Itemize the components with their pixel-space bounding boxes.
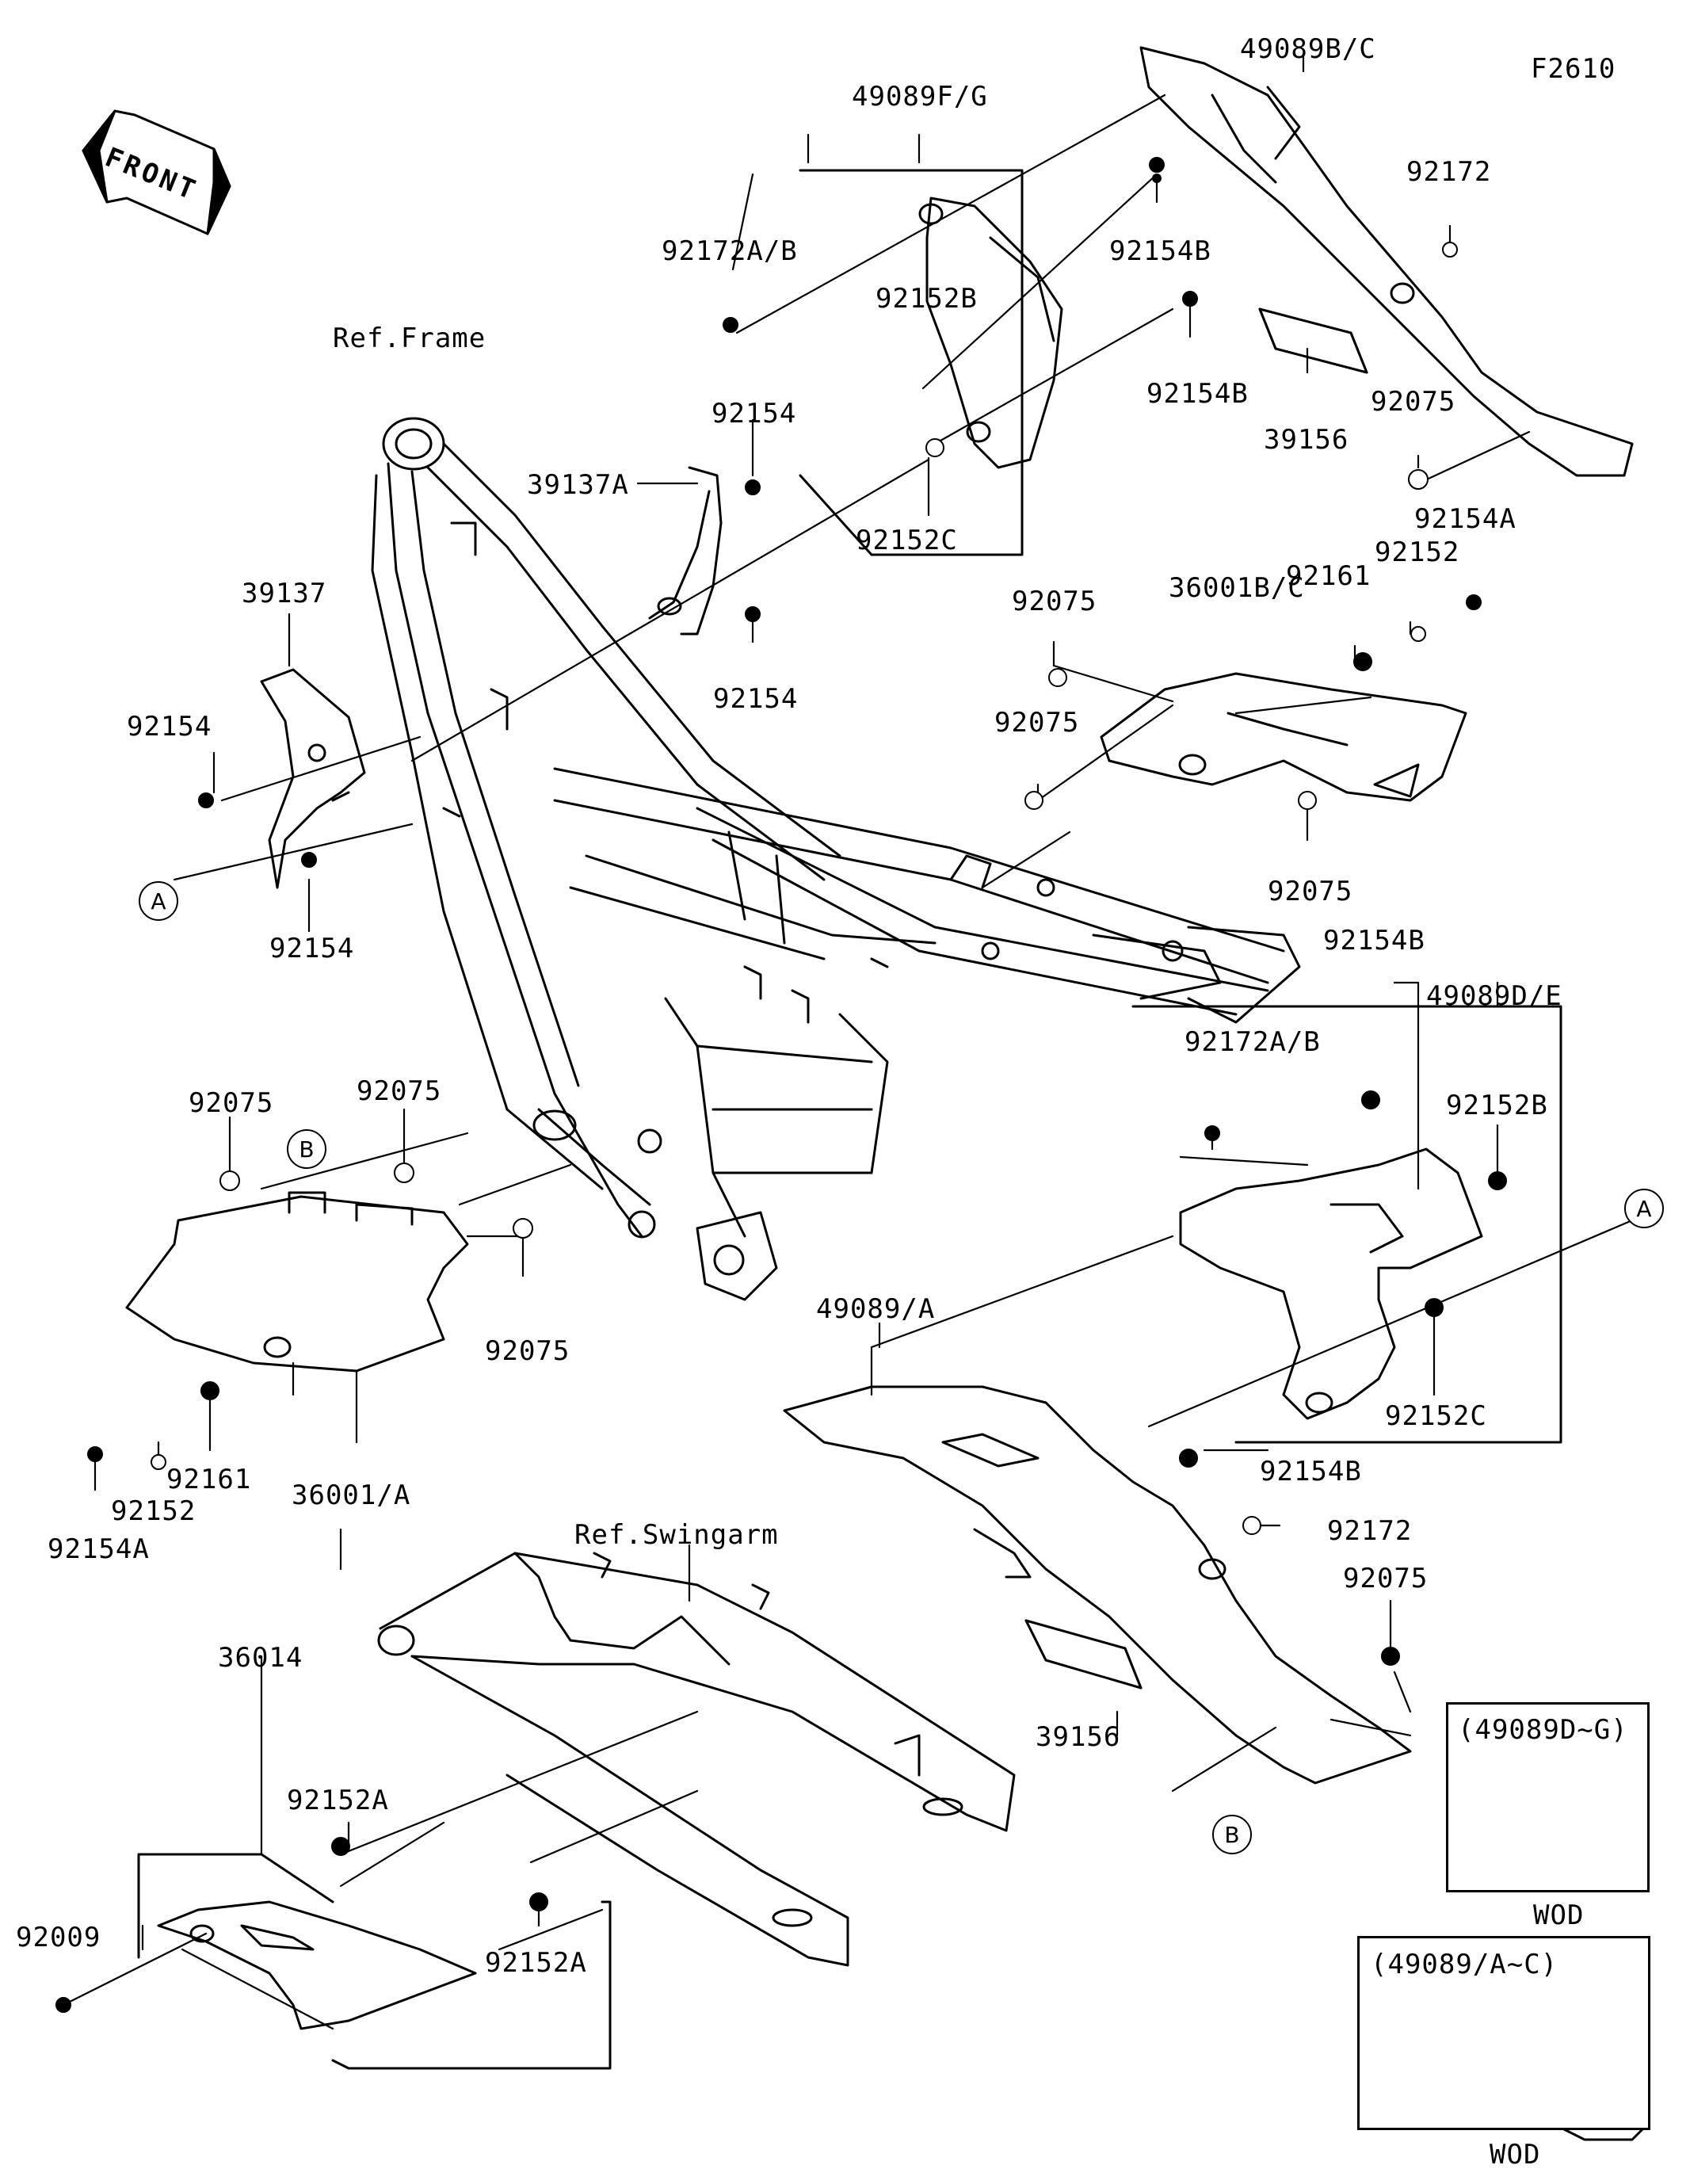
part-label-92075-3: 92075	[994, 707, 1080, 739]
part-label-39137: 39137	[242, 578, 327, 609]
part-label-39156-top: 39156	[1264, 424, 1349, 456]
part-label-92154b-1: 92154B	[1109, 235, 1211, 267]
part-label-49089a: 49089/A	[816, 1293, 936, 1325]
part-label-92172-bot: 92172	[1327, 1515, 1413, 1547]
part-label-92152a-1: 92152A	[287, 1785, 389, 1816]
part-label-49089fg: 49089F/G	[852, 81, 988, 113]
inset-title-49089d-g: (49089D~G)	[1458, 1714, 1628, 1746]
part-label-49089de: 49089D/E	[1426, 980, 1562, 1012]
ref-swingarm-label: Ref.Swingarm	[574, 1519, 779, 1551]
inset-title-49089a-c: (49089/A~C)	[1371, 1949, 1558, 1980]
part-36001bc-drawing	[1100, 672, 1467, 802]
part-label-92161-bot: 92161	[166, 1464, 252, 1495]
part-label-92075-4: 92075	[1268, 876, 1353, 907]
part-39137-drawing	[260, 668, 366, 889]
part-label-36001bc: 36001B/C	[1169, 572, 1305, 604]
callout-a-left: A	[139, 881, 178, 921]
callout-a-right: A	[1624, 1189, 1664, 1228]
part-label-92152c-mid: 92152C	[1385, 1400, 1487, 1432]
part-label-92075-5: 92075	[189, 1087, 274, 1119]
part-label-92152a-2: 92152A	[485, 1947, 587, 1979]
part-label-92154b-2: 92154B	[1146, 378, 1249, 410]
part-label-92075-7: 92075	[485, 1335, 570, 1367]
part-label-36001a: 36001/A	[292, 1480, 411, 1511]
part-label-92152-top: 92152	[1375, 536, 1460, 568]
part-label-39156-bot: 39156	[1036, 1721, 1121, 1753]
part-label-92154b-4: 92154B	[1260, 1456, 1362, 1487]
callout-b-left: B	[287, 1129, 326, 1169]
part-label-92154-1: 92154	[711, 398, 797, 430]
part-label-92152b-top: 92152B	[876, 283, 978, 315]
part-label-92172ab-top: 92172A/B	[662, 235, 798, 267]
part-49089a-drawing	[783, 1385, 1412, 1785]
swingarm-drawing	[377, 1552, 1016, 1967]
part-label-92154-2: 92154	[713, 683, 799, 715]
part-label-92075-2: 92075	[1012, 586, 1097, 617]
part-49089fg-drawing	[799, 169, 1063, 556]
ref-frame-label: Ref.Frame	[333, 323, 486, 354]
inset-box-49089d-g	[1446, 1702, 1650, 1892]
fasteners	[55, 157, 1507, 2013]
part-label-49089bc: 49089B/C	[1240, 33, 1376, 65]
part-label-92154b-3: 92154B	[1323, 925, 1425, 956]
callout-b-right: B	[1212, 1815, 1252, 1854]
leader-lines	[62, 54, 1634, 2030]
part-label-92075-8: 92075	[1343, 1563, 1429, 1594]
part-49089bc-drawing	[1139, 46, 1634, 477]
part-label-92152c-top: 92152C	[856, 525, 958, 556]
part-label-92172-top: 92172	[1406, 156, 1492, 188]
part-39137a-drawing	[648, 466, 723, 636]
part-label-92154a-top: 92154A	[1414, 503, 1516, 535]
part-label-92161-top: 92161	[1286, 560, 1371, 592]
part-49089de-drawing	[1131, 1005, 1562, 1444]
part-label-92154a-bot: 92154A	[48, 1533, 150, 1565]
frame-drawing	[371, 417, 1301, 1301]
part-label-92154-3: 92154	[127, 711, 212, 743]
part-39156-bottom-drawing	[1024, 1619, 1143, 1690]
part-39156-top-drawing	[1258, 307, 1368, 374]
inset-caption-49089d-g: WOD	[1533, 1900, 1585, 1931]
part-label-92154-4: 92154	[269, 933, 355, 964]
inset-caption-49089a-c: WOD	[1490, 2139, 1541, 2171]
part-label-92172ab-mid: 92172A/B	[1185, 1026, 1321, 1058]
part-label-92152-bot: 92152	[111, 1495, 196, 1527]
part-label-92075-top: 92075	[1371, 386, 1456, 418]
part-label-39137a: 39137A	[527, 469, 629, 501]
part-label-92009: 92009	[16, 1922, 101, 1953]
diagram-code: F2610	[1531, 53, 1616, 85]
front-arrow-icon	[82, 109, 231, 235]
part-36001a-drawing	[125, 1191, 469, 1373]
inset-box-49089a-c	[1357, 1936, 1650, 2130]
part-label-92152b-mid: 92152B	[1446, 1090, 1548, 1121]
part-label-36014: 36014	[218, 1642, 303, 1674]
part-label-92075-6: 92075	[357, 1075, 442, 1107]
